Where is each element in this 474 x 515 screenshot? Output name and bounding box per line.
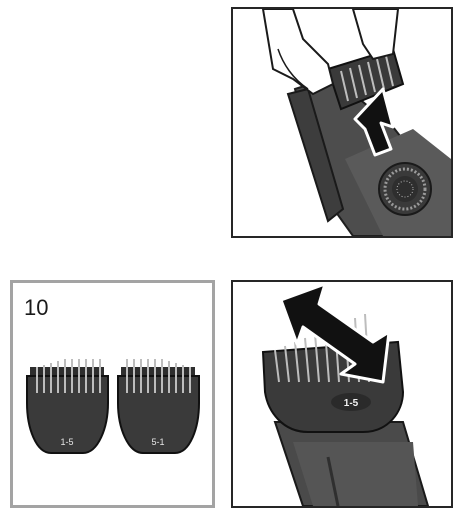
panel-adjust-comb: 1-5	[231, 280, 453, 508]
step-number: 10	[24, 295, 49, 320]
adjust-comb-illustration: 1-5	[261, 282, 430, 506]
combs-illustration: 1-5 5-1	[26, 359, 200, 454]
length-dial-icon	[378, 162, 432, 216]
arrow-up-icon	[353, 87, 395, 157]
comb-top	[326, 47, 405, 111]
comb-1-5: 1-5	[26, 359, 109, 454]
panel-combs: 10 1-5 5-1	[10, 280, 215, 508]
attached-comb-label: 1-5	[344, 398, 359, 409]
attach-comb-illustration	[261, 9, 451, 236]
comb-2-label: 5-1	[151, 437, 164, 447]
comb-1-label: 1-5	[60, 437, 73, 447]
arrow-double-icon	[279, 282, 391, 384]
hand-icon	[261, 9, 400, 96]
panel-attach-comb	[231, 7, 453, 238]
comb-5-1: 5-1	[117, 359, 200, 454]
